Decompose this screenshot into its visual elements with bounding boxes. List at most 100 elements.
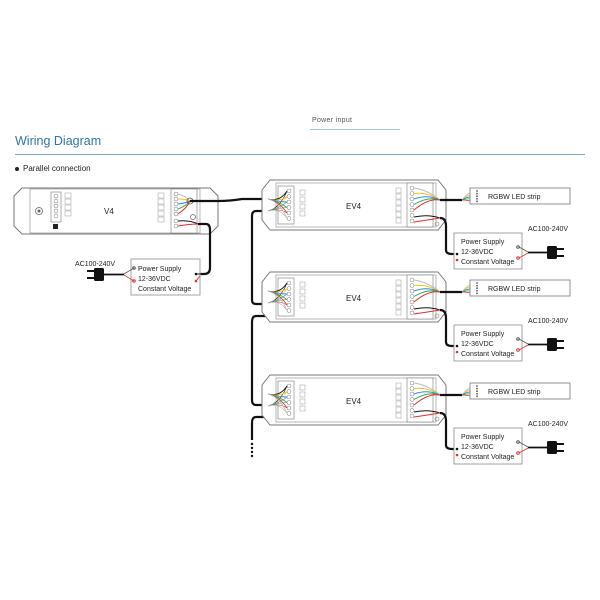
power-wire: [413, 412, 441, 418]
title-divider: [15, 154, 585, 155]
psu-terminal: [455, 350, 459, 354]
dip-switch: [299, 288, 306, 295]
plug-prong: [557, 347, 564, 349]
dip-switch: [299, 405, 306, 412]
terminal-screw: [286, 308, 292, 313]
strip-pad: [476, 385, 478, 387]
dip-switch: [299, 196, 306, 203]
input-wire: [267, 393, 288, 414]
terminal-screw: [409, 283, 415, 288]
plug-body: [547, 441, 557, 454]
terminal-screw: [286, 297, 292, 302]
terminal-screw: [409, 196, 415, 202]
output-led: [395, 309, 402, 316]
psu-terminal: [455, 453, 459, 457]
cut-tab-label: Power input: [312, 117, 353, 124]
psu-line: Power Supply: [461, 434, 505, 441]
strip-pad: [476, 200, 478, 203]
dip-switch: [299, 203, 306, 210]
led-strip: [469, 187, 571, 205]
receiver-label: EV4: [346, 202, 362, 211]
led-strip-label: RGBW LED strip: [488, 286, 541, 293]
terminal-screw: [286, 394, 292, 400]
plug-prong: [557, 443, 564, 445]
psu-line: 12-36VDC: [461, 249, 494, 256]
terminal-screw: [409, 408, 415, 413]
strip-pad: [476, 197, 478, 200]
output-led: [395, 382, 402, 389]
terminal-screw: [409, 202, 415, 207]
dip-switch: [299, 384, 306, 391]
terminal-screw: [286, 286, 292, 291]
power-wire: [413, 309, 441, 315]
power-wire: [413, 215, 441, 219]
section-bullet: Parallel connection: [15, 164, 91, 173]
receiver-label: EV4: [346, 294, 362, 303]
psu-line-2: 12-36VDC: [138, 276, 171, 283]
master-label: V4: [104, 207, 114, 216]
terminal-screw: [286, 411, 292, 416]
psu-terminal: [455, 344, 459, 348]
psu-line: Constant Voltage: [461, 259, 514, 266]
terminal-screw: [286, 302, 292, 308]
output-led: [395, 388, 402, 395]
power-cable: [198, 222, 212, 276]
input-wire: [267, 290, 288, 311]
psu-line: Power Supply: [461, 239, 505, 246]
ac-wire: [518, 441, 529, 448]
terminal-screw: [409, 299, 415, 305]
mount-hole-icon: [434, 221, 440, 227]
psu-line-3: Constant Voltage: [138, 286, 191, 293]
master-power-supply: Power Supply 12-36VDC Constant Voltage A…: [75, 258, 201, 296]
psu-line: Constant Voltage: [461, 454, 514, 461]
chain-wire: [267, 302, 288, 311]
chain-cable: [250, 415, 268, 440]
output-led: [395, 406, 402, 413]
output-wire: [413, 199, 441, 211]
terminal-screw: [409, 310, 415, 316]
terminal-screw: [286, 194, 292, 199]
strip-pad: [476, 287, 478, 290]
terminal-screw: [286, 205, 292, 210]
chain-wire: [267, 405, 288, 414]
plug-body: [547, 338, 557, 351]
output-led: [395, 291, 402, 298]
ac-label: AC100-240V: [528, 421, 568, 428]
master-controller: V4: [13, 187, 219, 235]
psu-line: Power Supply: [461, 331, 505, 338]
dip-switch: [299, 281, 306, 288]
terminal-screw: [286, 216, 292, 221]
dip-switch: [299, 210, 306, 217]
ac-wire: [518, 344, 529, 351]
strip-pad: [476, 395, 478, 398]
chain-wire: [267, 210, 288, 219]
terminal-screw: [286, 188, 292, 194]
output-led: [395, 412, 402, 419]
power-supply: [453, 324, 523, 362]
output-led: [395, 217, 402, 224]
output-led: [395, 205, 402, 212]
power-supply: [453, 232, 523, 270]
chain-cable: [250, 209, 268, 306]
strip-pad: [476, 192, 478, 195]
ac-wire: [518, 252, 529, 259]
led-strip: [469, 382, 571, 400]
psu-terminal: [455, 258, 459, 262]
led-strip-label: RGBW LED strip: [488, 389, 541, 396]
plug-icon: [547, 441, 564, 454]
terminal-screw: [409, 213, 415, 218]
mount-hole-icon: [190, 214, 196, 220]
power-wire: [413, 307, 441, 311]
power-supply: [453, 427, 523, 465]
dip-switch: [299, 391, 306, 398]
psu-terminal: [455, 252, 459, 256]
output-led: [395, 199, 402, 206]
mount-hole-icon: [434, 416, 440, 422]
bullet-dot-icon: [15, 166, 19, 171]
terminal-screw: [409, 191, 415, 196]
output-led: [395, 400, 402, 407]
dip-switch: [299, 295, 306, 302]
